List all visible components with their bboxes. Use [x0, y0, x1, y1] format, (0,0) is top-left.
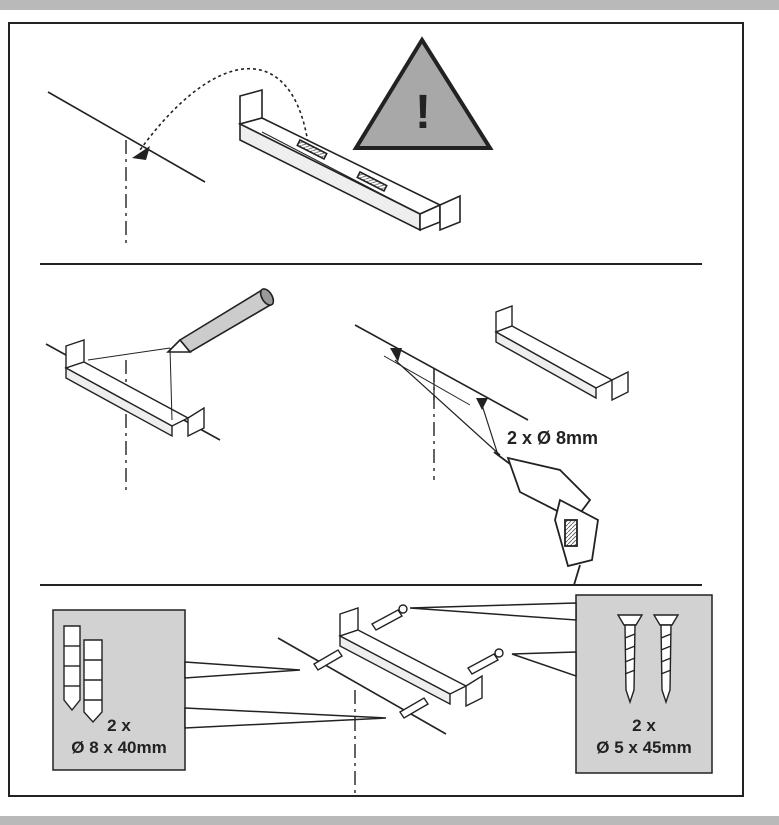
- dowel-count-label: 2 x: [107, 716, 131, 735]
- step-1-position-bracket: !: [47, 36, 494, 245]
- screw-count-label: 2 x: [632, 716, 656, 735]
- screws-in-bracket: [370, 604, 504, 675]
- hole-marker-left: [390, 348, 402, 362]
- dowel-leader-2: [184, 707, 387, 729]
- hole-line: [383, 355, 471, 406]
- warning-symbol: !: [415, 86, 431, 139]
- drill-icon: [493, 451, 599, 586]
- wall-bracket-right: [494, 304, 629, 402]
- dowel-icon: [63, 625, 103, 724]
- screw-leader-1: [409, 602, 577, 621]
- wall-bracket-left: [64, 339, 205, 438]
- drill-guide-2: [481, 404, 499, 456]
- dowel-leader-1: [184, 661, 301, 679]
- step-3-fix-bracket: [52, 594, 713, 795]
- screw-leader-2: [511, 651, 577, 678]
- screw-icon: [616, 614, 680, 705]
- hole-marker-right: [476, 398, 488, 410]
- wall-line: [47, 91, 206, 183]
- drill-guide-1: [394, 359, 501, 456]
- wall-line-right: [354, 324, 529, 421]
- placement-arrow: [139, 67, 311, 161]
- pencil-icon: [87, 288, 275, 421]
- screw-size-label: Ø 5 x 45mm: [596, 738, 692, 757]
- screw-panel: [575, 594, 713, 774]
- dowel-size-label: Ø 8 x 40mm: [71, 738, 167, 757]
- step-2-mark-and-drill: [45, 288, 629, 586]
- arrow-head: [132, 146, 150, 160]
- wall-bracket: [237, 88, 461, 232]
- drill-size-label: 2 x Ø 8mm: [507, 428, 599, 448]
- wall-bracket-bottom: [338, 607, 483, 708]
- dowels-in-wall: [313, 649, 429, 719]
- wall-line-bottom: [277, 637, 447, 735]
- warning-icon: [352, 36, 494, 150]
